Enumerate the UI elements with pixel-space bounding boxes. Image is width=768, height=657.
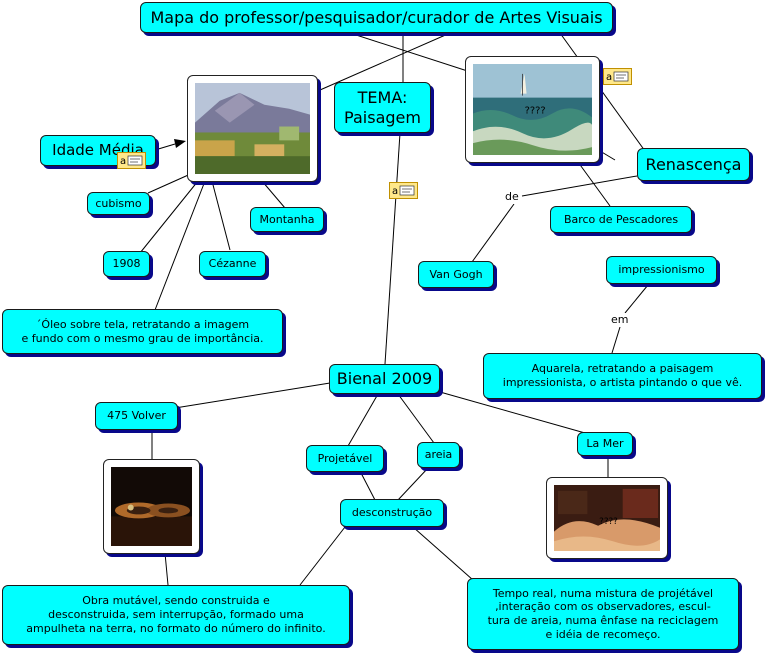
barco-node: Barco de Pescadores	[550, 206, 692, 233]
de-label: de	[503, 190, 521, 204]
van-gogh-node: Van Gogh	[418, 261, 494, 288]
cubismo-node: cubismo	[87, 192, 150, 215]
em-label: em	[609, 313, 631, 327]
map-title: Mapa do professor/pesquisador/curador de…	[140, 2, 613, 33]
tema-node: TEMA: Paisagem	[334, 82, 431, 133]
cezanne-painting-image	[187, 75, 318, 182]
cezanne-node: Cézanne	[199, 251, 266, 277]
impressionismo-node: impressionismo	[606, 256, 717, 284]
oleo-node: ´Óleo sobre tela, retratando a imagem e …	[2, 309, 283, 354]
bienal-node: Bienal 2009	[329, 364, 440, 394]
note-icon[interactable]: a	[117, 152, 146, 169]
la-mer-node: La Mer	[577, 432, 633, 456]
svg-text:a: a	[392, 186, 398, 197]
note-icon[interactable]: a	[389, 182, 418, 199]
arrow-head-icon	[174, 139, 186, 148]
note-icon[interactable]: a	[603, 68, 632, 85]
svg-text:a: a	[120, 156, 126, 167]
svg-text:a: a	[606, 72, 612, 83]
aquarela-node: Aquarela, retratando a paisagem impressi…	[483, 353, 762, 399]
ano-1908-node: 1908	[103, 251, 150, 277]
la-mer-artwork-image: ????	[546, 477, 668, 559]
la-mer-image-label: ????	[599, 517, 618, 527]
projetavel-node: Projetável	[306, 445, 384, 472]
desconstrucao-node: desconstrução	[340, 499, 444, 527]
tempo-real-node: Tempo real, numa mistura de projétável ,…	[467, 578, 739, 650]
areia-node: areia	[417, 442, 460, 468]
seascape-painting-image: ????	[465, 56, 600, 163]
obra-mutavel-node: Obra mutável, sendo construida e descons…	[2, 585, 350, 645]
montanha-node: Montanha	[250, 207, 324, 232]
volver-node: 475 Volver	[95, 402, 178, 430]
volver-artwork-image	[103, 459, 200, 554]
renascenca-node: Renascença	[637, 148, 750, 181]
seascape-label: ????	[525, 105, 546, 116]
